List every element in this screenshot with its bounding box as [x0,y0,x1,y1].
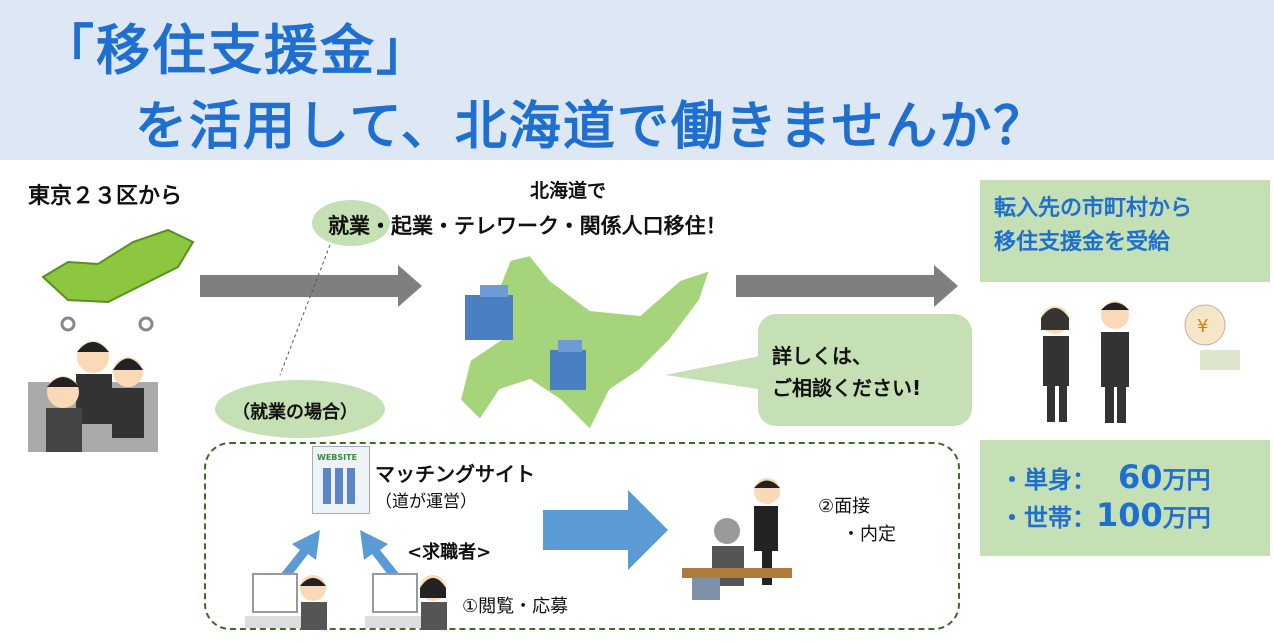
step2-line-1: ②面接 [818,496,871,517]
website-image: WEBSITE [312,446,370,514]
single-amount: 60 [1118,458,1163,496]
job-seekers-at-computers-icon [245,573,447,630]
hokkaido-map-icon [458,253,712,432]
household-amount-row: ・世帯：100万円 [1000,496,1211,534]
arrow-to-hokkaido [200,265,422,307]
support-header-line-1: 転入先の市町村から [994,196,1193,221]
callout-line-1: 詳しくは、 [772,344,872,368]
support-header-box [980,180,1270,282]
tokyo-map-icon [41,228,195,304]
callout-text: 詳しくは、 ご相談ください! [772,340,921,404]
step1-label: ①閲覧・応募 [462,596,569,617]
single-label: ・単身： [1000,466,1096,494]
title-line-1: 「移住支援金」 [40,19,432,82]
employment-case-ellipse [215,380,385,438]
callout-tail [665,355,765,390]
household-label: ・世帯： [1000,504,1096,532]
single-amount-row: ・単身： 60万円 [1000,458,1211,496]
consultation-callout [758,314,972,426]
hokkaido-label: 北海道で [530,180,607,202]
household-amount: 100 [1096,496,1163,534]
website-image-text: WEBSITE [317,453,358,462]
apply-arrows [280,530,400,580]
dotted-connector [279,244,331,376]
arrow-to-support [736,265,958,307]
callout-line-2: ご相談ください! [772,376,922,400]
single-unit: 万円 [1162,466,1211,494]
celebrating-people-icon: ¥ [1041,301,1240,423]
svg-text:¥: ¥ [1197,316,1208,337]
support-header-line-2: 移住支援金を受給 [994,230,1171,255]
title-banner [0,0,1274,160]
site-operator-label: （道が運営） [375,492,477,512]
matching-site-label: マッチングサイト [375,462,535,486]
step2-line-2: ・内定 [842,524,896,545]
big-blue-arrow [543,490,668,570]
title-line-2: を活用して、北海道で働きませんか？ [135,97,1048,157]
support-header: 転入先の市町村から 移住支援金を受給 [994,192,1192,260]
amount-box [980,440,1270,556]
household-unit: 万円 [1162,504,1211,532]
from-tokyo-label: 東京２３区から [28,184,183,209]
employment-case-label: （就業の場合） [232,402,358,423]
job-seekers-label: <求職者> [407,542,492,563]
employment-highlight [312,200,390,246]
process-box [204,442,960,630]
interview-icon [682,478,792,600]
crowded-train-icon [28,316,158,452]
website-grid [323,468,359,504]
options-label: 就業・起業・テレワーク・関係人口移住！ [328,214,727,238]
